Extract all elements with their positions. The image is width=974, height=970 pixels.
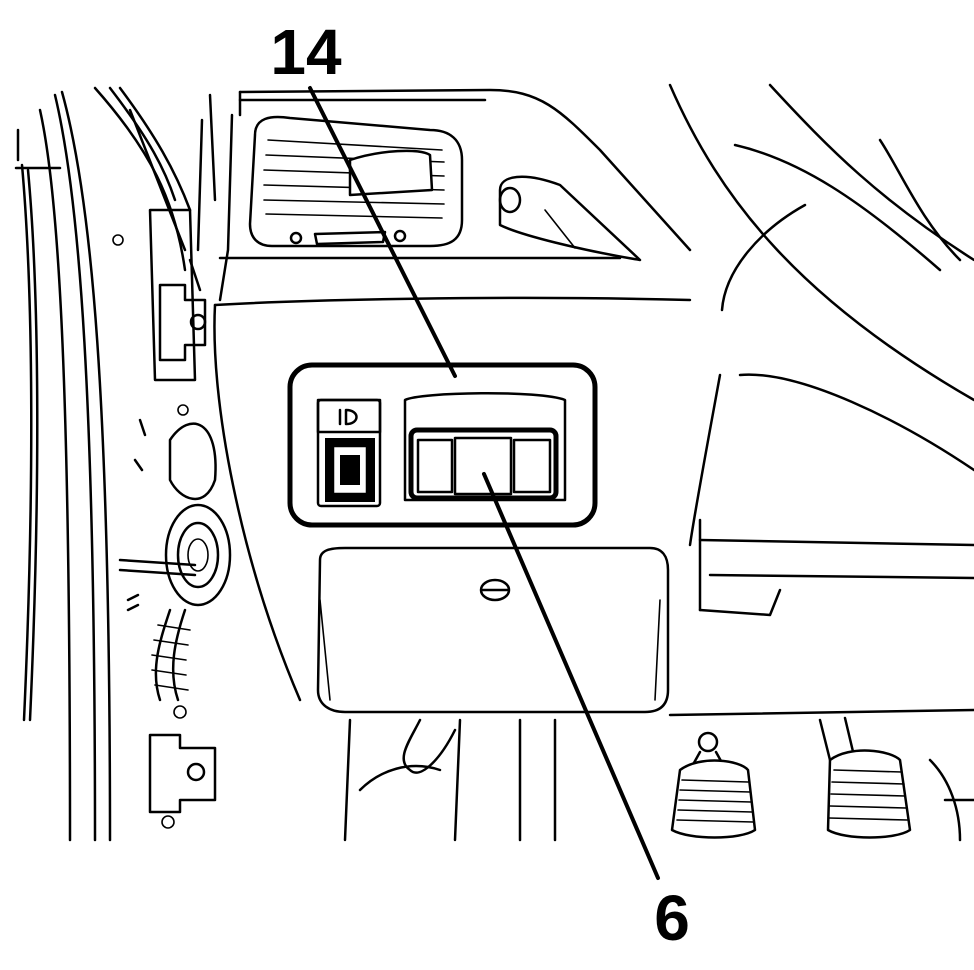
- wiring-grommet: [118, 418, 232, 702]
- callout-6: 6: [654, 882, 690, 954]
- lower-trim-panel: [316, 546, 670, 714]
- leader-line-6: [482, 472, 660, 880]
- upper-hinge: [112, 208, 207, 416]
- control-stalk: [498, 175, 642, 262]
- door-frame: [14, 86, 217, 842]
- dashboard: [213, 83, 974, 717]
- callout-14: 14: [270, 16, 342, 88]
- pedals: [343, 716, 974, 842]
- leader-line-14: [308, 86, 457, 378]
- switch-panel: [287, 362, 598, 528]
- lower-hinge: [148, 705, 217, 829]
